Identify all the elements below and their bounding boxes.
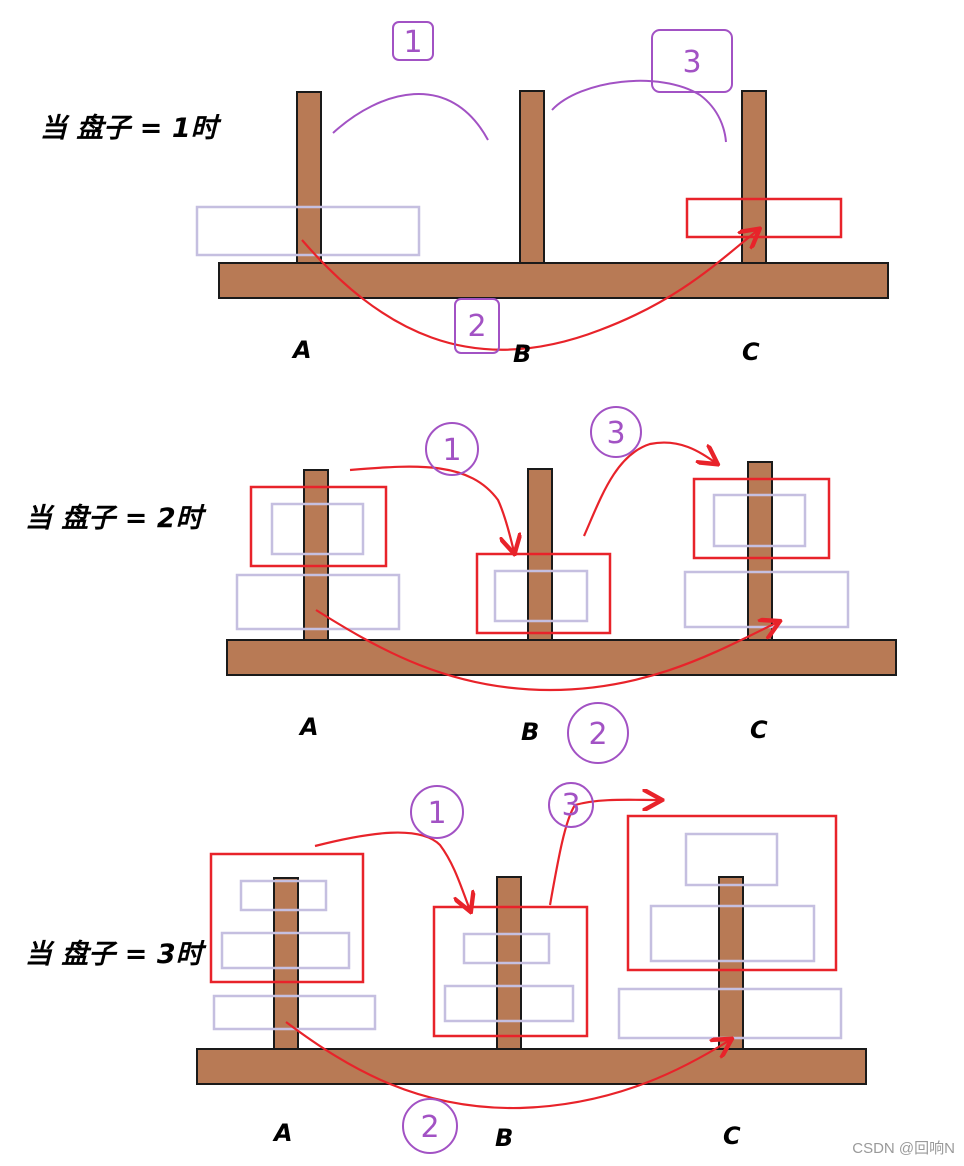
peg-b: [519, 90, 545, 264]
step-2-badge: 2: [567, 702, 629, 764]
svg-text:1: 1: [403, 25, 422, 60]
move-arrow-b-to-c: [551, 79, 727, 143]
svg-text:2: 2: [467, 309, 486, 344]
peg-a: [296, 91, 322, 264]
peg-label-b: B: [513, 340, 531, 368]
case-three-disks: 当 盘子 = 3时 1 2 3 A B C: [25, 782, 867, 1154]
step-1-badge: 1: [425, 422, 479, 476]
base-board: [196, 1048, 867, 1085]
group-box-on-c: [692, 477, 831, 560]
base-board: [226, 639, 897, 676]
move-arrow-a-to-c: [315, 609, 778, 692]
move-arrow-a-to-c: [285, 1021, 730, 1110]
small-disk-on-c: [684, 832, 779, 887]
peg-label-c: C: [750, 716, 768, 744]
peg-label-a: A: [298, 713, 319, 741]
move-arrow-b-to-c: [582, 441, 716, 537]
peg-label-a: A: [291, 336, 312, 364]
move-arrow-a-to-b: [349, 465, 514, 552]
move-arrow-a-to-c: [301, 230, 758, 351]
medium-disk-on-b: [443, 984, 575, 1023]
peg-c: [718, 876, 744, 1050]
peg-label-a: A: [272, 1119, 293, 1147]
medium-disk-on-a: [220, 931, 351, 970]
svg-text:3: 3: [606, 416, 625, 451]
small-disk-on-b: [462, 932, 551, 965]
peg-label-c: C: [742, 338, 760, 366]
peg-c: [747, 461, 773, 641]
case-label: 当 盘子 = 1时: [40, 113, 222, 144]
case-one-disk: 当 盘子 = 1时 1 2 3 A B C: [40, 21, 889, 368]
svg-text:3: 3: [682, 45, 701, 80]
step-1-badge: 1: [392, 21, 434, 61]
large-disk-on-a: [235, 573, 401, 631]
case-two-disks: 当 盘子 = 2时 1 2 3 A B C: [25, 406, 897, 764]
peg-label-c: C: [723, 1122, 741, 1150]
peg-a: [273, 877, 299, 1050]
step-3-badge: 3: [548, 782, 594, 828]
peg-label-b: B: [495, 1124, 513, 1152]
peg-label-b: B: [521, 718, 539, 746]
step-2-badge: 2: [454, 298, 500, 354]
step-1-badge: 1: [410, 785, 464, 839]
small-disk-on-a: [239, 879, 328, 912]
step-3-badge: 3: [651, 29, 733, 93]
group-box-on-c: [626, 814, 838, 972]
step-3-badge: 3: [590, 406, 642, 458]
small-disk-on-a: [270, 502, 365, 556]
svg-text:2: 2: [588, 717, 607, 752]
step-2-badge: 2: [402, 1098, 458, 1154]
group-box-on-b: [475, 552, 612, 635]
medium-disk-on-c: [649, 904, 816, 963]
case-label: 当 盘子 = 2时: [25, 503, 207, 534]
svg-text:3: 3: [561, 788, 580, 823]
disk-on-a: [195, 205, 421, 257]
watermark: CSDN @回响N: [852, 1140, 955, 1157]
group-box-on-a: [209, 852, 365, 984]
group-box-on-a: [249, 485, 388, 568]
small-disk-on-b: [493, 569, 589, 623]
moved-disk-on-c: [685, 197, 843, 239]
move-arrow-a-to-b: [332, 92, 489, 141]
move-arrow-a-to-b: [314, 831, 470, 910]
svg-text:2: 2: [420, 1110, 439, 1145]
base-board: [218, 262, 889, 299]
svg-text:1: 1: [427, 796, 446, 831]
move-arrow-b-to-c: [548, 800, 660, 906]
group-box-on-b: [432, 905, 589, 1038]
svg-text:1: 1: [442, 433, 461, 468]
small-disk-on-c: [712, 493, 807, 548]
case-label: 当 盘子 = 3时: [25, 939, 207, 970]
